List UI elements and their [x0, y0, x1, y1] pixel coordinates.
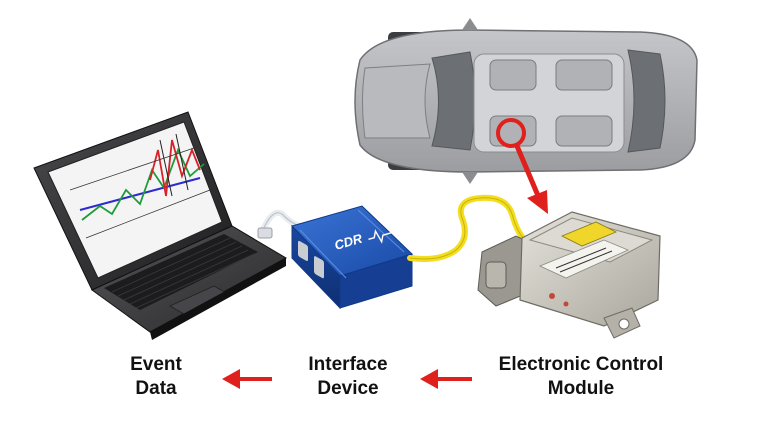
laptop-keyboard — [104, 234, 258, 310]
arrow-down-right-icon — [514, 143, 548, 214]
label-interface-device-line2: Device — [317, 378, 379, 399]
car-windshield — [431, 51, 476, 151]
car-seat — [555, 59, 613, 91]
target-circle-icon — [496, 118, 526, 148]
label-event-data-line2: Data — [135, 378, 177, 399]
label-interface-device-line1: Interface — [308, 354, 388, 375]
ecu-barcode — [555, 247, 613, 273]
label-ecm-line1: Electronic Control — [498, 354, 664, 375]
ecu-label — [561, 221, 617, 247]
label-event-data-line1: Event — [130, 354, 182, 375]
label-interface-device: Interface Device — [292, 353, 404, 401]
interface-device: CDR — [291, 205, 413, 310]
label-event-data: Event Data — [110, 353, 202, 401]
ecu-marking — [563, 301, 569, 307]
laptop-base-edge — [150, 258, 286, 340]
car-mirror — [462, 172, 478, 184]
ecu-mount-hole — [618, 318, 630, 330]
electronic-control-module — [477, 211, 661, 339]
car-hood — [362, 63, 431, 139]
label-electronic-control-module: Electronic Control Module — [492, 353, 670, 401]
arrow-left-icon — [222, 369, 272, 389]
screen-graph — [69, 133, 211, 239]
car-seat — [489, 59, 537, 91]
ecu-barcode-label — [538, 239, 630, 279]
ecu-connector-clip — [485, 261, 507, 289]
label-ecm-line2: Module — [547, 378, 615, 399]
interface-port — [314, 256, 324, 279]
car-rear-window — [627, 49, 666, 153]
usb-plug — [257, 227, 273, 239]
interface-ribs — [299, 209, 405, 279]
ecu-marking — [549, 293, 555, 299]
interface-port — [298, 240, 308, 261]
interface-wave-mark — [368, 229, 392, 244]
arrow-left-icon — [420, 369, 472, 389]
car-mirror — [462, 18, 478, 30]
car-top-view — [354, 18, 698, 184]
interface-side — [339, 253, 413, 309]
keyboard-keys — [111, 237, 255, 309]
laptop — [33, 111, 288, 340]
car-seat — [555, 115, 613, 147]
